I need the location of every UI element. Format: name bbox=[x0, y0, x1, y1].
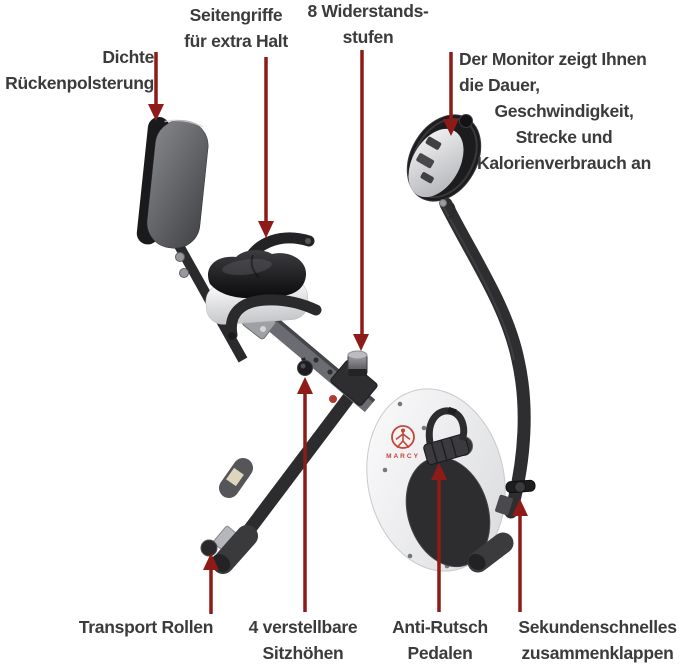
transport-wheel bbox=[200, 539, 218, 557]
resistance-knob-assembly bbox=[329, 350, 378, 406]
label-pedals: Anti-Rutsch Pedalen bbox=[370, 614, 510, 666]
front-post bbox=[439, 197, 536, 573]
label-fold: Sekundenschnelles zusammenklappen bbox=[516, 614, 679, 666]
backrest-pad bbox=[136, 117, 209, 249]
resistance-knob bbox=[347, 350, 368, 360]
label-transport-line-1: Transport Rollen bbox=[78, 617, 214, 637]
label-resistance-line-1: 8 Widerstands- bbox=[307, 1, 429, 21]
label-backrest-line-1: Dichte bbox=[102, 47, 154, 67]
label-backrest: Dichte Rückenpolsterung bbox=[0, 44, 154, 96]
fold-knob bbox=[505, 479, 536, 494]
label-sidegrips: Seitengriffe für extra Halt bbox=[163, 2, 309, 54]
label-resistance: 8 Widerstands- stufen bbox=[302, 0, 434, 50]
label-pedals-line-1: Anti-Rutsch bbox=[392, 617, 488, 637]
backrest-arrow bbox=[148, 52, 164, 121]
label-sidegrips-line-2: für extra Halt bbox=[184, 31, 288, 51]
label-seatheight: 4 verstellbare Sitzhöhen bbox=[228, 614, 378, 666]
label-fold-line-1: Sekundenschnelles bbox=[518, 617, 677, 637]
label-resistance-line-2: stufen bbox=[342, 27, 394, 47]
pedal bbox=[423, 406, 473, 465]
sidegrips-arrow bbox=[258, 57, 274, 238]
seatheight-arrow bbox=[297, 377, 313, 612]
monitor-arrow bbox=[443, 52, 459, 136]
rear-stabilizer bbox=[200, 392, 356, 574]
label-monitor-line-4: Strecke und bbox=[515, 127, 613, 147]
seat-adjust-knob bbox=[297, 360, 313, 376]
label-sidegrips-line-1: Seitengriffe bbox=[189, 5, 283, 25]
pedals-arrow bbox=[431, 463, 447, 612]
console-monitor bbox=[406, 114, 482, 220]
marcy-logo: MARCY bbox=[386, 425, 420, 460]
label-pedals-line-2: Pedalen bbox=[407, 643, 473, 663]
monitor-face bbox=[408, 128, 464, 198]
side-grip-near bbox=[225, 294, 322, 341]
label-monitor: Der Monitor zeigt Ihnen die Dauer, Gesch… bbox=[459, 46, 669, 176]
label-monitor-line-1: Der Monitor zeigt Ihnen bbox=[459, 49, 647, 69]
label-seatheight-line-2: Sitzhöhen bbox=[262, 643, 344, 663]
resistance-arrow bbox=[353, 50, 369, 351]
label-monitor-line-2: die Dauer, bbox=[459, 75, 540, 95]
label-monitor-line-5: Kalorienverbrauch an bbox=[477, 153, 651, 173]
marcy-logo-text: MARCY bbox=[386, 453, 420, 460]
transport-arrow bbox=[203, 553, 219, 614]
seat bbox=[205, 250, 309, 325]
label-transport: Transport Rollen bbox=[66, 614, 226, 640]
label-fold-line-2: zusammenklappen bbox=[521, 643, 674, 663]
backrest bbox=[136, 117, 248, 363]
label-monitor-line-3: Geschwindigkeit, bbox=[494, 101, 634, 121]
label-backrest-line-2: Rückenpolsterung bbox=[5, 73, 154, 93]
callout-arrows bbox=[148, 50, 528, 614]
fold-arrow bbox=[512, 499, 528, 612]
label-seatheight-line-1: 4 verstellbare bbox=[248, 617, 358, 637]
